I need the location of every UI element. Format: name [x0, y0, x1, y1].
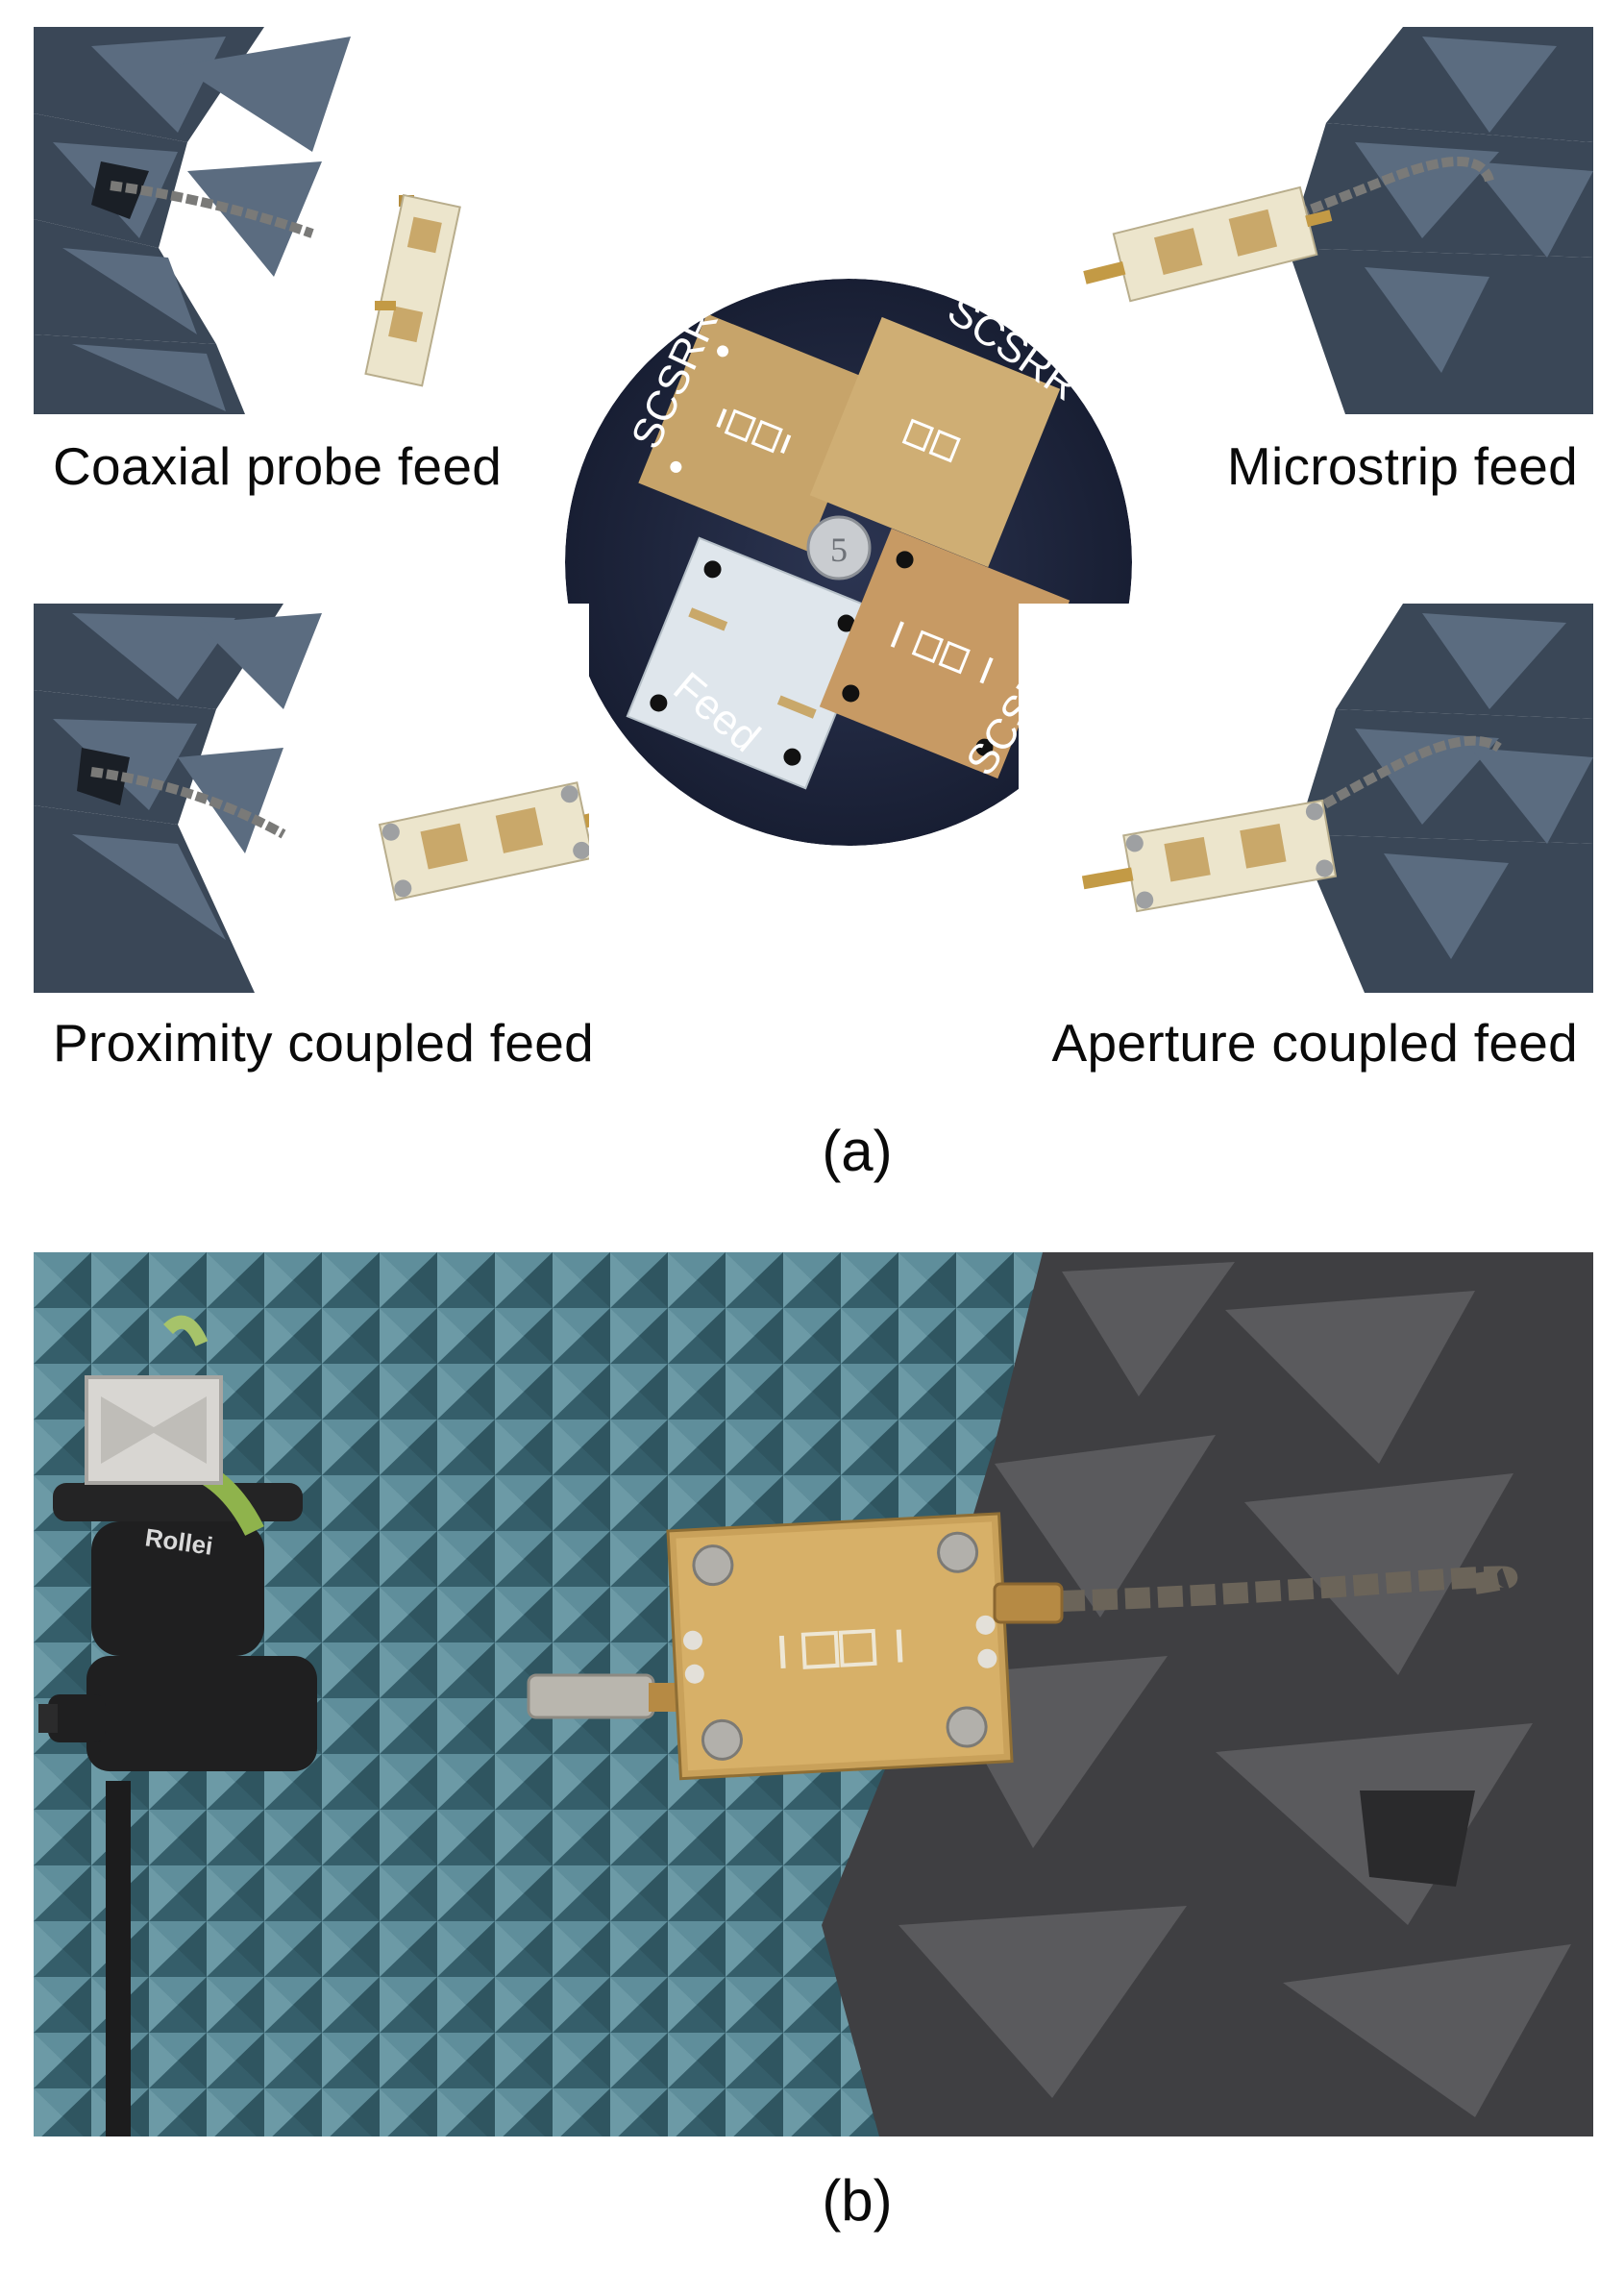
panel-label-a: (a) [822, 1119, 893, 1183]
photo-antenna-boards-circle: 5 SCSRR SCSRR SCSRR Feed [565, 279, 1132, 846]
photo-coaxial-probe-feed [34, 27, 461, 414]
coin-digit: 5 [830, 531, 848, 569]
photo-aperture-coupled-feed [1019, 604, 1593, 993]
caption-microstrip-feed: Microstrip feed [1226, 436, 1578, 496]
panel-label-b: (b) [822, 2168, 893, 2233]
photo-anechoic-chamber-measurement: Rollei [34, 1252, 1593, 2136]
caption-proximity-coupled-feed: Proximity coupled feed [53, 1013, 594, 1073]
photo-proximity-coupled-feed [34, 604, 589, 993]
photo-microstrip-feed [1038, 27, 1593, 414]
caption-aperture-coupled-feed: Aperture coupled feed [1051, 1013, 1578, 1073]
caption-coaxial-probe-feed: Coaxial probe feed [53, 436, 503, 496]
